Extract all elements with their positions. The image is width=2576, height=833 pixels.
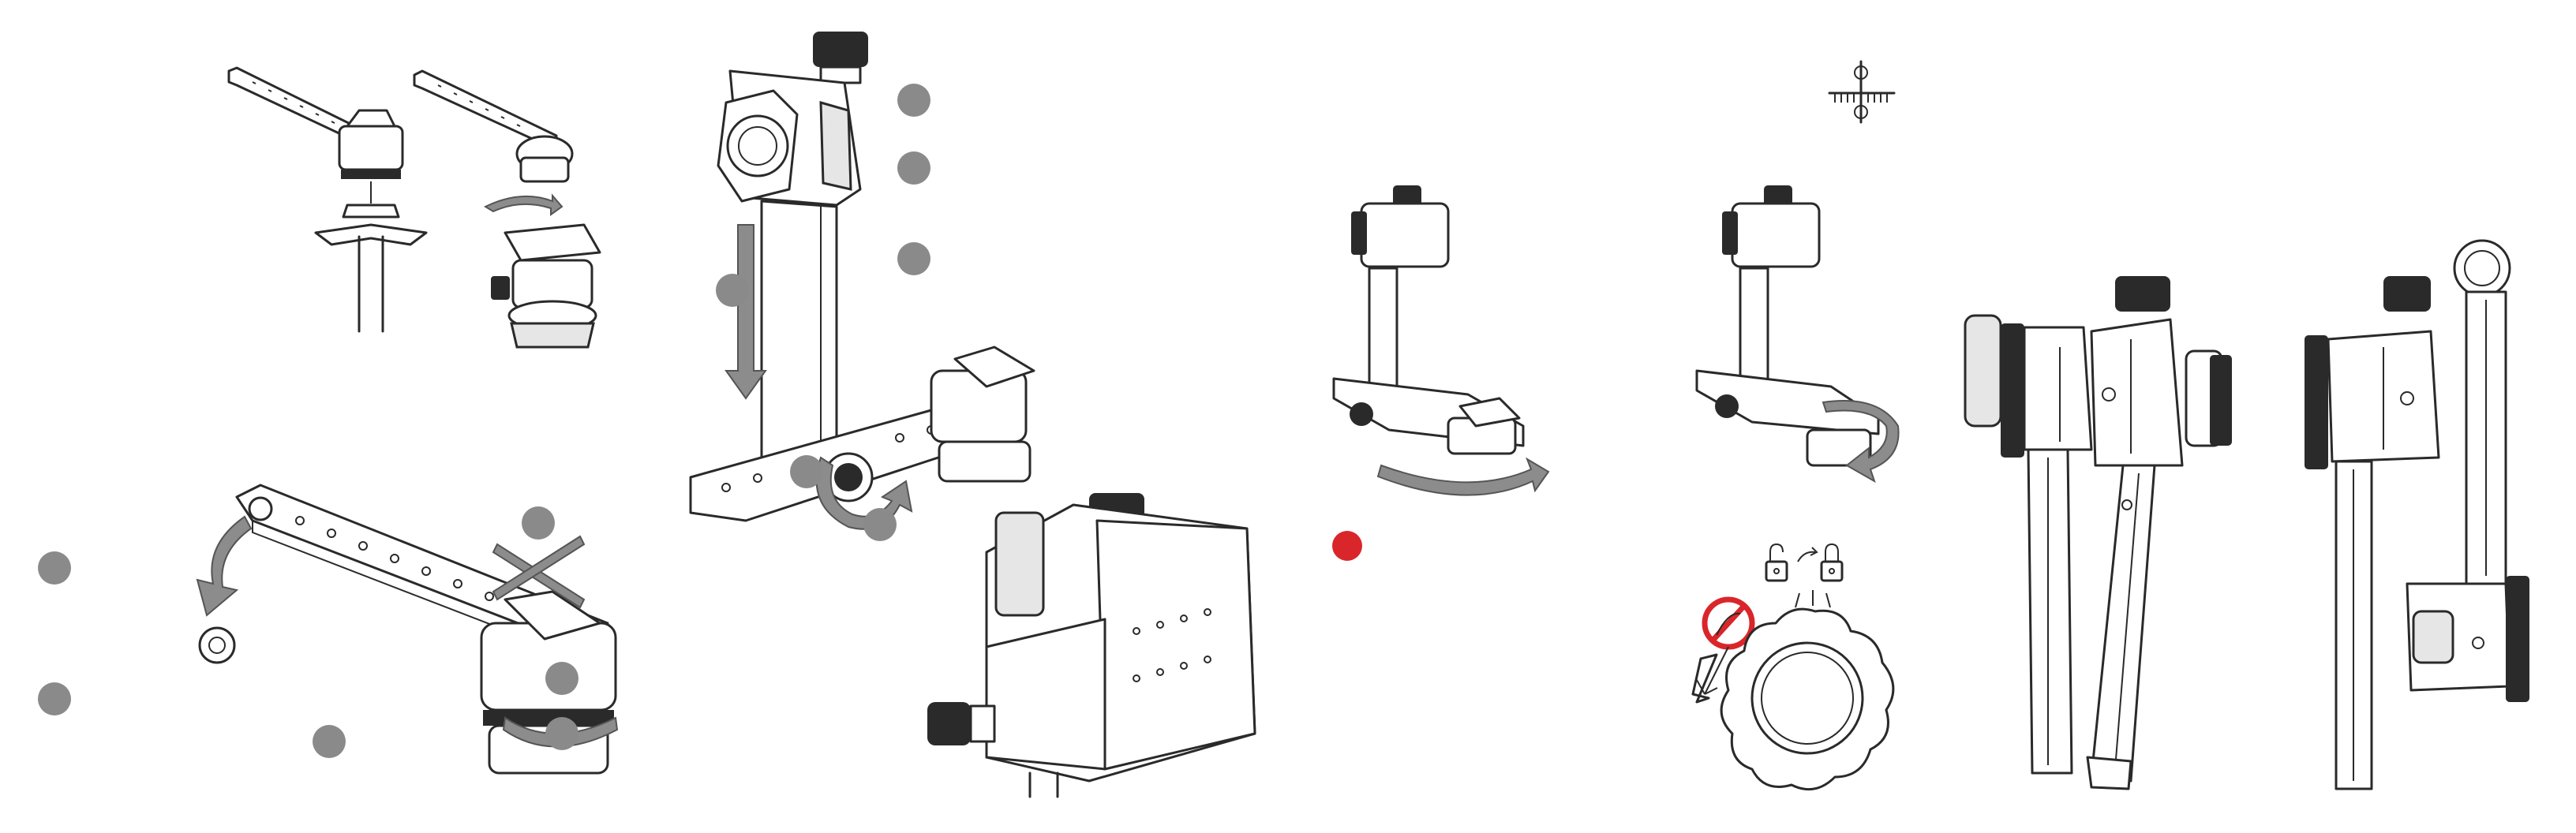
panel-rail-mount bbox=[229, 68, 600, 347]
callout-dot bbox=[897, 242, 930, 275]
panel-folded-views bbox=[1965, 241, 2529, 789]
callout-dot bbox=[545, 662, 578, 695]
panel-clamp-closeup bbox=[927, 493, 1255, 797]
callout-dot bbox=[897, 151, 930, 185]
screw-icon bbox=[200, 628, 234, 663]
callout-dot bbox=[1332, 531, 1362, 561]
callout-dot bbox=[790, 455, 823, 488]
folded-bracket-icon bbox=[1965, 241, 2529, 789]
nodal-bracket-icon bbox=[1334, 185, 1523, 454]
knob-icon bbox=[813, 32, 868, 67]
panel-nodal-bracket bbox=[1334, 185, 1548, 495]
rotate-arrow-icon bbox=[1378, 459, 1548, 495]
callout-dot bbox=[313, 725, 346, 758]
no-sign-icon bbox=[1705, 600, 1752, 647]
callout-dot bbox=[863, 508, 897, 541]
down-arrow-icon bbox=[197, 517, 251, 615]
callout-dot bbox=[522, 506, 555, 540]
lock-icon bbox=[1822, 544, 1842, 581]
ball-head-icon bbox=[414, 71, 600, 347]
scale-mark-icon bbox=[1829, 62, 1894, 122]
down-arrow-icon bbox=[726, 225, 766, 398]
panel-lock-knob bbox=[1693, 62, 1899, 790]
callout-dot bbox=[38, 682, 71, 715]
callout-dot bbox=[545, 717, 578, 750]
callout-dot bbox=[897, 84, 930, 117]
rail-clamp-icon bbox=[229, 68, 426, 331]
callout-dot bbox=[38, 551, 71, 585]
unlock-icon bbox=[1766, 544, 1787, 581]
callout-dot bbox=[716, 274, 749, 307]
